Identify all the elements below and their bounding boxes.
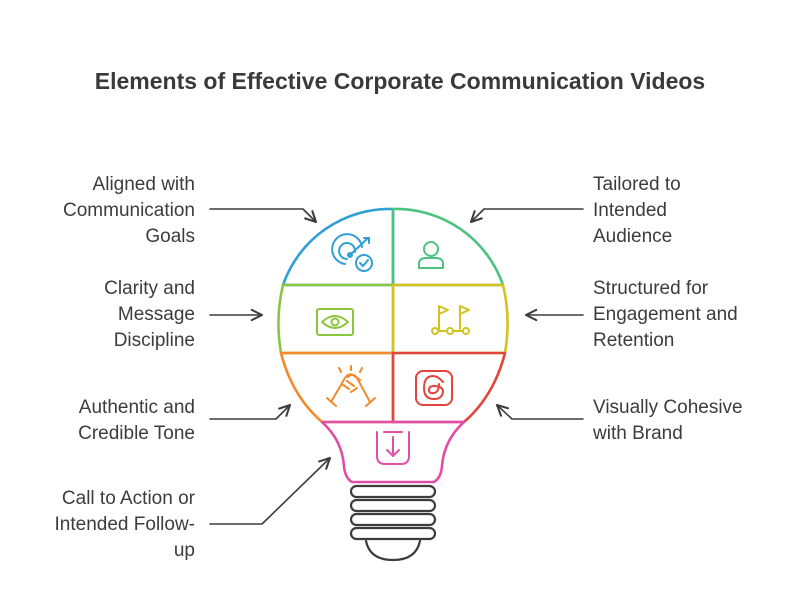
connector-tone bbox=[209, 403, 292, 420]
label-structured-engagement: Structured for Engagement and Retention bbox=[593, 278, 738, 351]
threads-logo-icon bbox=[415, 370, 453, 406]
label-call-to-action: Call to Action or Intended Follow- up bbox=[54, 488, 195, 561]
diagram-title: Elements of Effective Corporate Communic… bbox=[94, 68, 706, 94]
eye-icon bbox=[316, 308, 354, 336]
person-icon bbox=[418, 241, 444, 269]
label-tailored-audience: Tailored to Intended Audience bbox=[593, 174, 681, 247]
connector-goals bbox=[209, 208, 318, 224]
connector-audience bbox=[469, 208, 584, 224]
segment-structure-outline bbox=[391, 283, 509, 355]
connector-cta bbox=[209, 456, 332, 525]
segment-audience-outline bbox=[391, 207, 505, 287]
label-visually-cohesive: Visually Cohesive with Brand bbox=[593, 397, 743, 444]
label-aligned-goals: Aligned with Communication Goals bbox=[63, 174, 195, 247]
label-authentic-tone: Authentic and Credible Tone bbox=[78, 397, 195, 444]
segment-tone-outline bbox=[279, 351, 395, 424]
segment-goals-outline bbox=[281, 207, 395, 287]
segment-cta-outline bbox=[320, 420, 466, 484]
connector-brand bbox=[495, 403, 584, 420]
arrow-into-box-icon bbox=[376, 431, 410, 465]
segment-brand-outline bbox=[391, 351, 507, 424]
label-clarity-discipline: Clarity and Message Discipline bbox=[104, 278, 195, 351]
flags-path-icon bbox=[431, 305, 470, 335]
handshake-icon bbox=[326, 365, 376, 407]
target-check-icon bbox=[331, 233, 373, 272]
bulb-screw-base bbox=[349, 484, 437, 562]
